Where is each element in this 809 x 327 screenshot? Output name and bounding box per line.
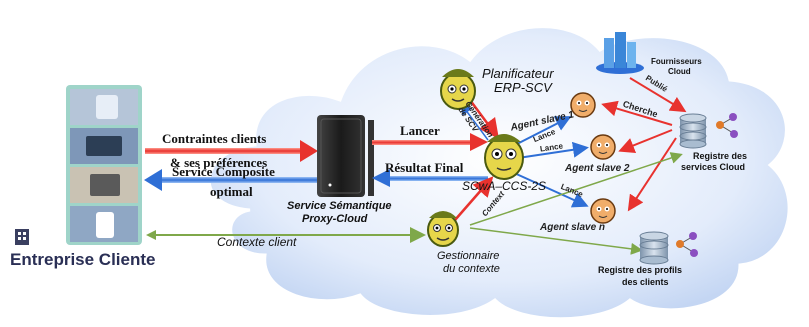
composite-label-line2: optimal	[210, 184, 253, 199]
context-manager-label-line2: du contexte	[443, 263, 500, 275]
client-photo-panel	[66, 85, 142, 245]
slave-n-agent-icon	[590, 198, 616, 224]
client-label: Entreprise Cliente	[10, 250, 156, 269]
slave2-label: Agent slave 2	[565, 163, 630, 174]
contexte-client-label: Contexte client	[217, 235, 297, 249]
registry-services-network-icon	[716, 113, 738, 138]
cherche-arrows	[601, 100, 677, 212]
constraints-label-line1: Contraintes clients	[162, 131, 267, 146]
lancer-arrow	[372, 133, 488, 151]
context-manager-label-line1: Gestionnaire	[437, 250, 500, 262]
lancer-label: Lancer	[400, 123, 440, 138]
proxy-label-line1: Service Sémantique	[287, 200, 392, 212]
building-icon	[15, 229, 29, 245]
registry-profiles-label-line2: des clients	[622, 277, 669, 287]
registry-services-database-icon	[679, 113, 707, 149]
context-arrow	[454, 176, 494, 221]
registry-services-label-line1: Registre des	[693, 151, 748, 161]
proxy-server-icon	[317, 115, 374, 197]
planner-label-line2: ERP-SCV	[494, 80, 552, 95]
registry-profiles-label-line1: Registre des profils	[598, 265, 683, 275]
client-context-arrow	[146, 227, 426, 243]
constraints-arrow	[145, 140, 318, 162]
planner-agent-icon	[440, 69, 476, 110]
publie-arrow	[629, 77, 687, 113]
resultat-arrow	[372, 169, 488, 187]
scwa-label: SCwA–CCS-2S	[462, 179, 547, 193]
generation-scv-arrows	[460, 99, 499, 141]
providers-label-line2: Cloud	[668, 67, 691, 76]
slave2-agent-icon	[590, 134, 616, 160]
context-manager-agent-icon	[427, 211, 459, 247]
registry-services-label-line2: services Cloud	[681, 162, 746, 172]
composite-service-arrow	[144, 169, 318, 191]
planner-label-line1: Planificateur	[482, 66, 554, 81]
registry-profiles-database-icon	[639, 231, 669, 265]
constraints-label-line2: & ses préférences	[170, 155, 268, 170]
providers-label-line1: Fournisseurs	[651, 57, 702, 66]
context-registry-links	[469, 152, 683, 255]
slave-n-label: Agent slave n	[540, 222, 606, 233]
proxy-label-line2: Proxy-Cloud	[302, 213, 368, 225]
lance-arrows	[511, 116, 589, 208]
resultat-label: Résultat Final	[385, 160, 464, 175]
slave1-agent-icon	[570, 92, 596, 118]
registry-profiles-network-icon	[676, 232, 698, 257]
scwa-agent-icon	[484, 134, 524, 180]
cloud-providers-icon	[596, 32, 644, 74]
composite-label-line1: Service Composite	[172, 164, 275, 179]
